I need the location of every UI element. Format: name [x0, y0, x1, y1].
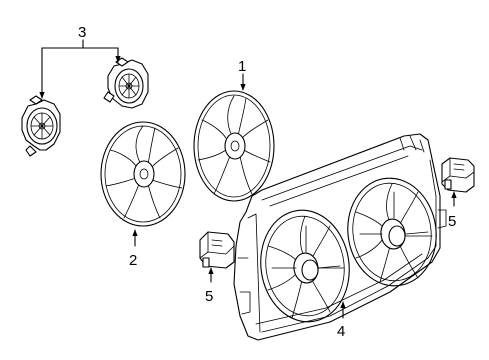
callout-5-left-label: 5	[205, 288, 213, 305]
callout-5-right-label: 5	[448, 213, 456, 230]
fan-motor-left	[21, 95, 61, 157]
fan-blade-2	[100, 121, 186, 227]
relay-5-right	[441, 157, 475, 193]
fan-motor-right	[103, 57, 149, 109]
callout-4-label: 4	[337, 323, 345, 340]
fan-shroud-4	[233, 133, 447, 341]
callout-3-label: 3	[78, 24, 86, 41]
callout-3-leader	[39, 39, 121, 99]
callout-2-label: 2	[129, 252, 137, 269]
fan-blade-1	[193, 90, 275, 202]
callout-1-label: 1	[238, 58, 246, 75]
relay-5-left	[199, 231, 235, 269]
